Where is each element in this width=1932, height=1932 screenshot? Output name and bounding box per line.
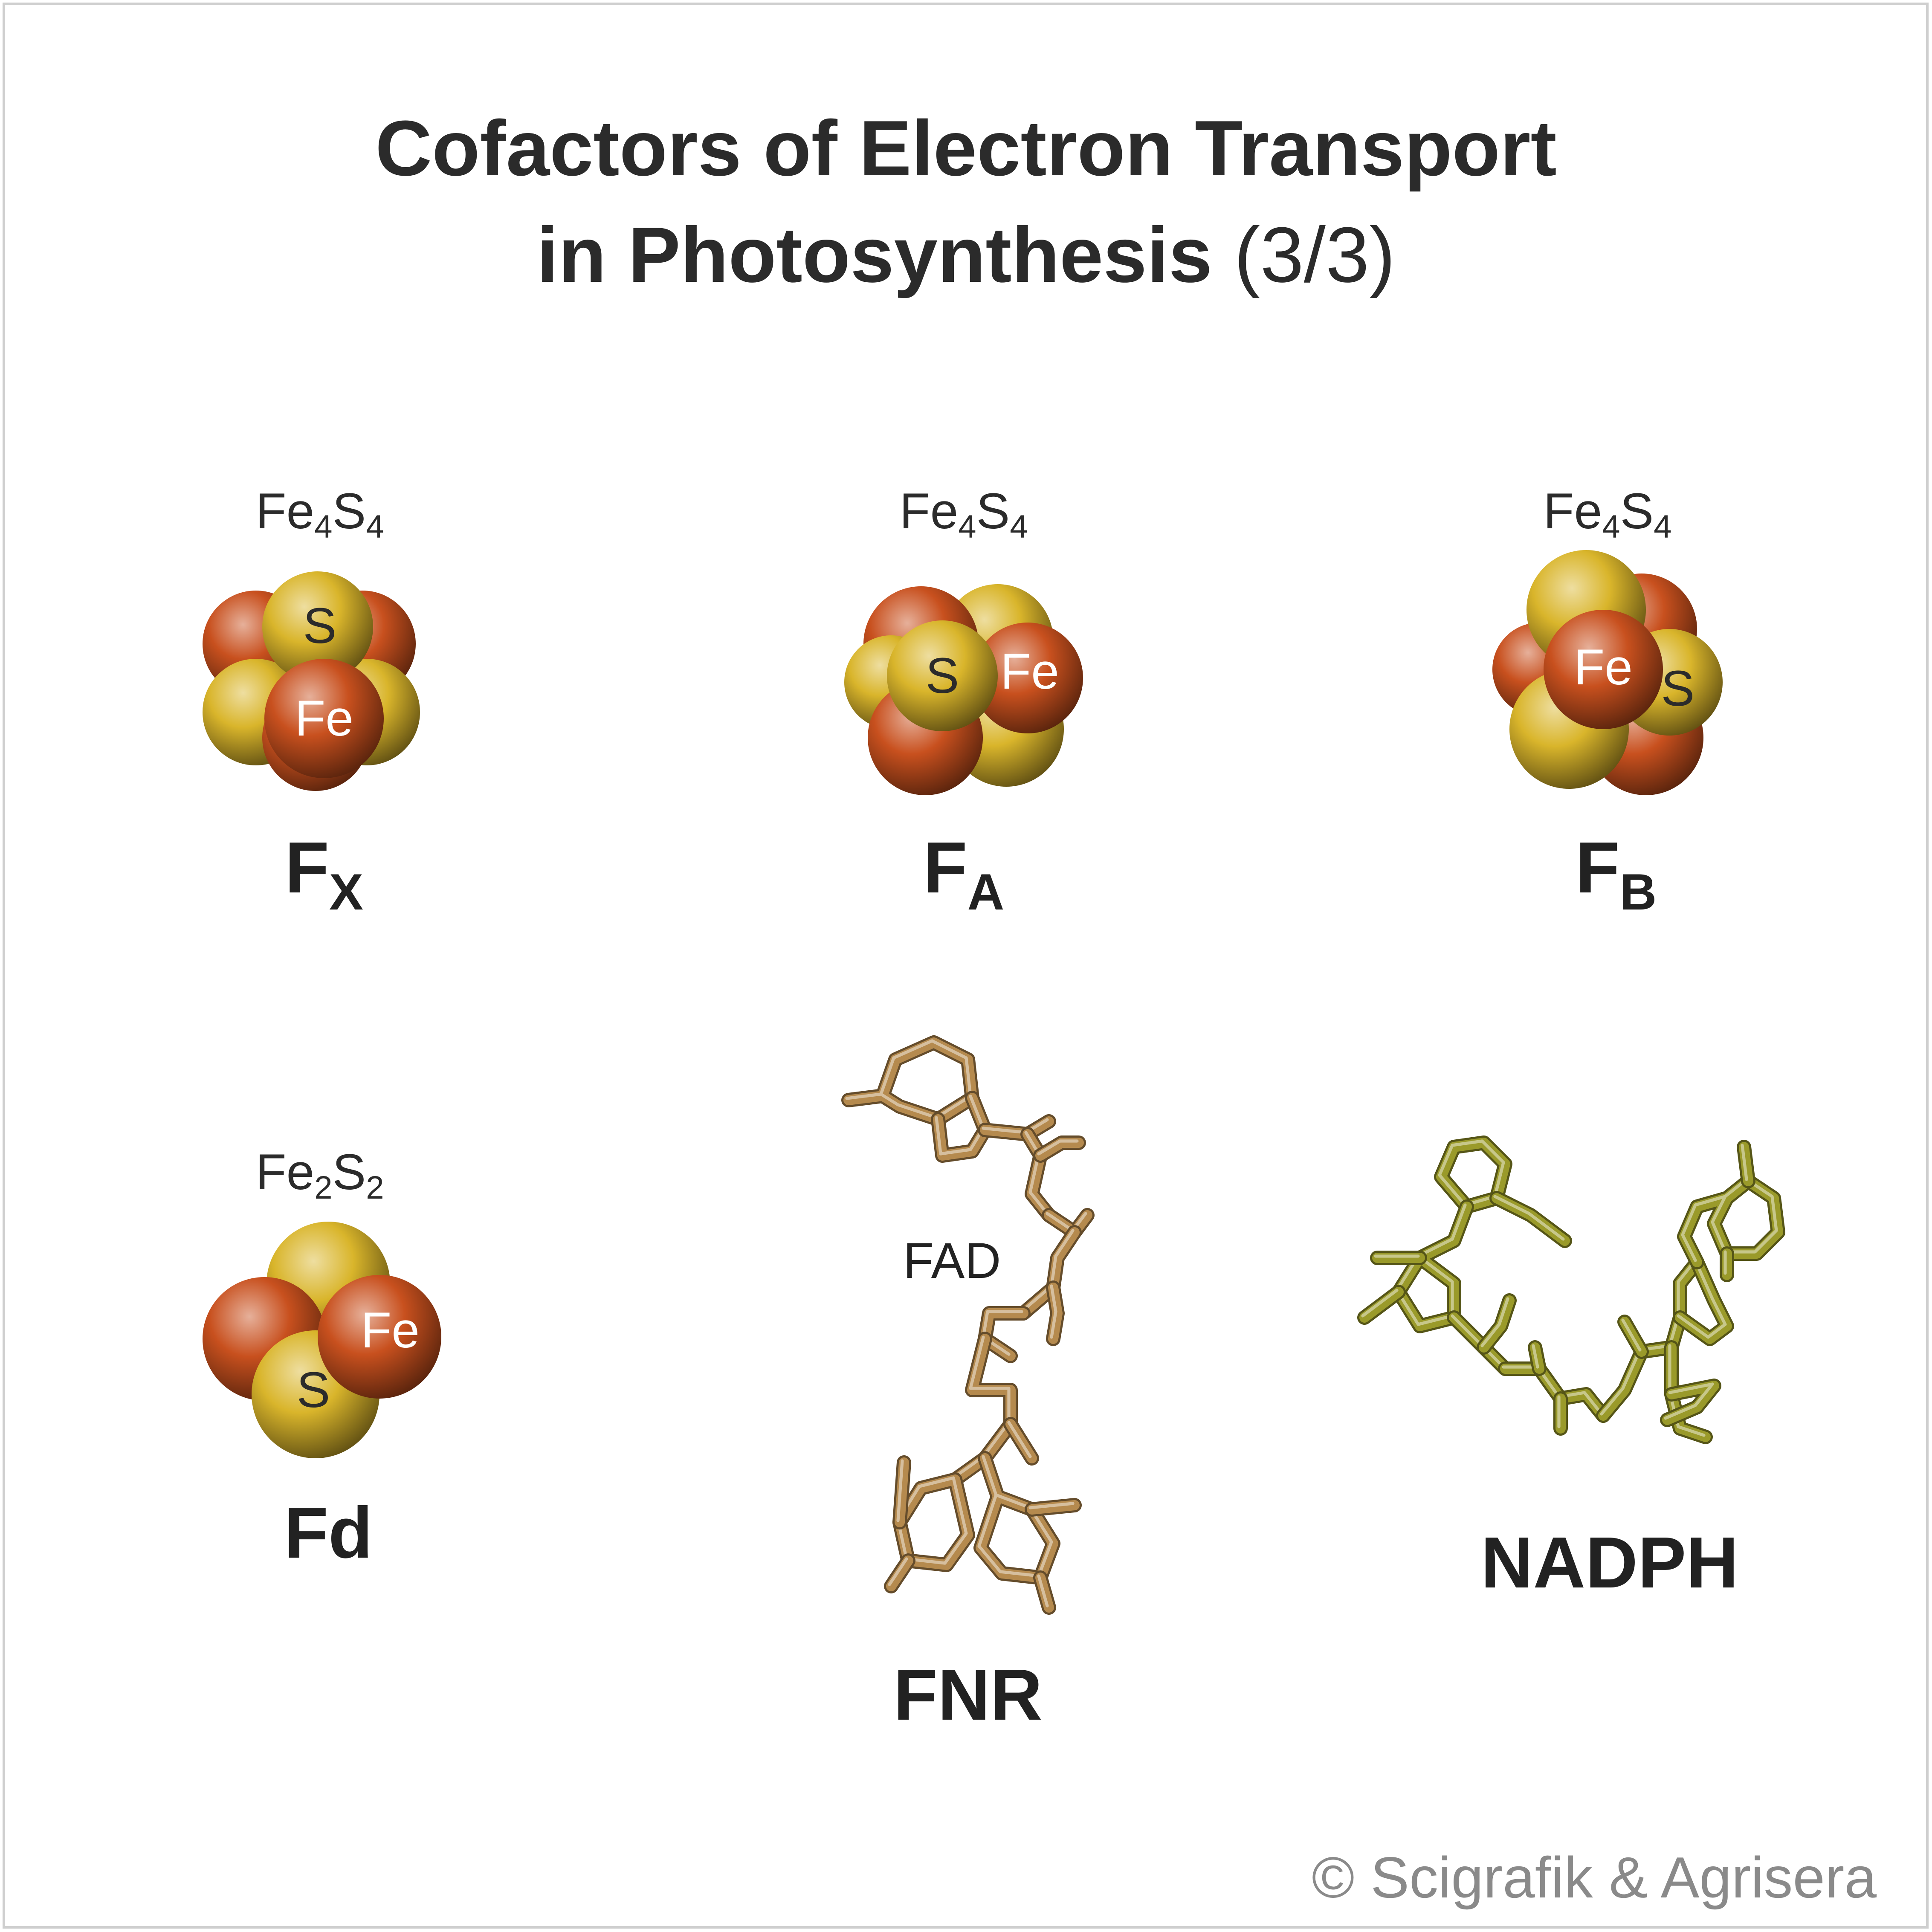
fad-side-branch	[1003, 1417, 1039, 1466]
iron-atom	[1544, 610, 1663, 729]
iron-atom	[318, 1275, 441, 1399]
nadph-side-branch	[1357, 1285, 1406, 1325]
nadph-label: NADPH	[1480, 1522, 1739, 1603]
fad-phosphate-chain	[1020, 1127, 1056, 1222]
fa-formula: Fe4S4	[899, 483, 1028, 545]
fb-cluster-model: Fe S	[1492, 550, 1723, 795]
title-line-2: in Photosynthesis (3/3)	[0, 215, 1932, 294]
fb-formula: Fe4S4	[1543, 483, 1672, 545]
fnr-label: FNR	[893, 1654, 1043, 1735]
nadph-side-branch	[1528, 1340, 1547, 1376]
iron-atom-label: Fe	[1000, 643, 1059, 700]
fad-ribose-ring	[931, 1091, 992, 1163]
nadph-stick-model	[1357, 1135, 1785, 1444]
fad-methyl	[892, 1455, 911, 1529]
nadph-side-branch	[1617, 1315, 1649, 1359]
sulfur-atom	[262, 571, 373, 682]
iron-atom	[264, 659, 384, 778]
fb-label: FB	[1575, 827, 1657, 921]
fad-methyl	[1033, 1570, 1056, 1615]
nadph-ribose-ring	[1391, 1199, 1474, 1333]
fad-backbone	[978, 1306, 1031, 1363]
iron-atom-label: Fe	[1574, 639, 1633, 695]
fx-cluster-model: S Fe	[203, 571, 420, 791]
fad-methyl	[884, 1553, 915, 1593]
fad-methyl	[1025, 1498, 1082, 1517]
fad-backbone	[1016, 1225, 1082, 1321]
sulfur-atom-label: S	[1661, 660, 1695, 717]
sulfur-atom	[887, 620, 998, 731]
nadph-adenine-ring	[1677, 1174, 1785, 1269]
nadph-backbone	[1596, 1340, 1679, 1423]
nadph-backbone	[1664, 1255, 1704, 1355]
sulfur-atom-label: S	[297, 1362, 330, 1418]
fx-formula: Fe4S4	[255, 483, 384, 545]
nadph-side-branch	[1370, 1251, 1427, 1265]
fa-label: FA	[923, 827, 1005, 921]
fad-bond-chain	[978, 1114, 1056, 1141]
sulfur-atom-label: S	[303, 598, 337, 654]
nadph-side-branch	[1720, 1246, 1734, 1282]
fad-adenine-ring	[841, 1035, 979, 1127]
nadph-side-branch	[1477, 1293, 1517, 1355]
fad-flavin-ring	[973, 1451, 1060, 1585]
fd-cluster-model: FeS	[203, 1222, 441, 1458]
title-line-2-bold: in Photosynthesis	[536, 211, 1213, 298]
fad-side-branch	[1042, 1208, 1095, 1240]
fx-label: FX	[285, 827, 363, 921]
copyright-notice: © Scigrafik & Agrisera	[1312, 1845, 1877, 1910]
fa-cluster-model: S Fe	[844, 584, 1083, 795]
fad-stick-model	[841, 1035, 1095, 1615]
sulfur-atom-label: S	[926, 648, 959, 704]
fad-side-branch	[1046, 1280, 1065, 1346]
fd-formula: Fe2S2	[255, 1144, 384, 1206]
fd-label: Fd	[284, 1492, 373, 1573]
nadph-phosphate-group	[1660, 1379, 1721, 1427]
figure-frame	[3, 3, 1929, 1929]
iron-atom-label: Fe	[361, 1302, 420, 1358]
nadph-ribose-ring	[1673, 1255, 1734, 1346]
iron-atom-label: Fe	[295, 690, 353, 747]
title-part-number: (3/3)	[1234, 211, 1396, 298]
nadph-amino-group	[1737, 1140, 1755, 1188]
fad-side-branch	[1033, 1135, 1086, 1163]
fad-label: FAD	[903, 1233, 1001, 1289]
nadph-side-branch	[1553, 1391, 1568, 1436]
iron-atom	[972, 623, 1083, 733]
nadph-amide-group	[1489, 1191, 1572, 1248]
title-line-1: Cofactors of Electron Transport	[375, 104, 1557, 192]
